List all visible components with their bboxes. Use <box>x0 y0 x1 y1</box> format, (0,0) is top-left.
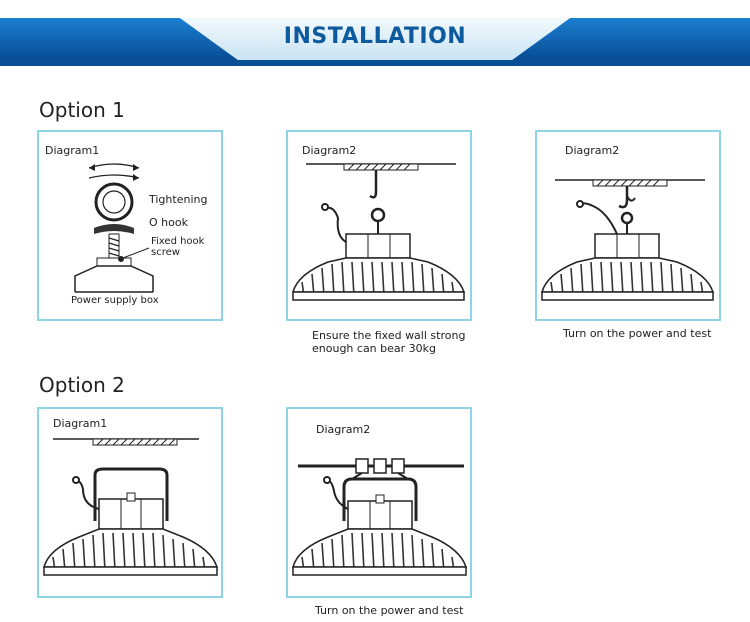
ceiling-hook-lamp-drawing <box>292 163 466 301</box>
fixed-hook-label: Fixed hook <box>151 236 205 247</box>
bracket-mount-lamp-drawing <box>43 438 219 576</box>
option-2-heading: Option 2 <box>39 373 125 397</box>
option2-diagram1-panel: Diagram1 <box>37 407 223 598</box>
o-hook-assembly-drawing <box>74 163 154 293</box>
option1-diagram1-panel: Diagram1 Tightening O hook Fixed hook sc… <box>37 130 223 321</box>
o-hook-label: O hook <box>149 216 188 229</box>
diagram-label: Diagram2 <box>565 144 620 157</box>
option1-diagram2-panel: Diagram2 <box>286 130 472 321</box>
clip-mount-lamp-drawing <box>292 458 468 576</box>
option2-diagram2-caption: Turn on the power and test <box>315 604 464 617</box>
diagram-label: Diagram2 <box>302 144 357 157</box>
diagram-label: Diagram1 <box>45 144 100 157</box>
banner-title: INSTALLATION <box>283 24 467 49</box>
tightening-label: Tightening <box>149 193 208 206</box>
option1-diagram2-caption-line1: Ensure the fixed wall strong <box>312 329 466 342</box>
banner-background <box>0 0 750 74</box>
option1-diagram3-caption: Turn on the power and test <box>563 327 712 340</box>
diagram-label: Diagram2 <box>316 423 371 436</box>
option1-diagram3-panel: Diagram2 <box>535 130 721 321</box>
option2-diagram2-panel: Diagram2 <box>286 407 472 598</box>
power-supply-box-label: Power supply box <box>71 295 159 306</box>
diagram-label: Diagram1 <box>53 417 108 430</box>
option-1-heading: Option 1 <box>39 98 125 122</box>
hook-lamp-drawing <box>541 179 715 301</box>
screw-label: screw <box>151 247 180 258</box>
option1-diagram2-caption-line2: enough can bear 30kg <box>312 342 437 355</box>
installation-banner: INSTALLATION <box>0 0 750 74</box>
